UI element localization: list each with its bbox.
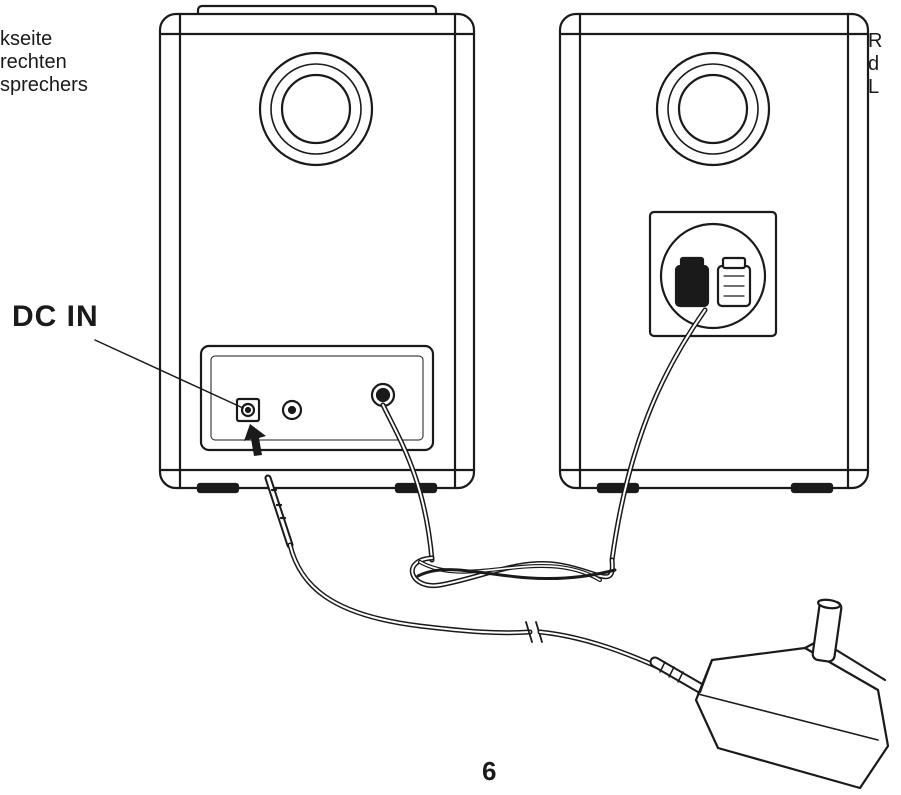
arrow-icon	[244, 424, 266, 456]
speaker-cable-outlet-icon	[370, 382, 396, 408]
passive-speaker	[558, 12, 870, 494]
active-speaker	[158, 4, 476, 494]
power-cable	[287, 542, 533, 636]
speaker-cable	[380, 307, 708, 589]
dc-in-pointer-line	[94, 339, 244, 409]
page-number: 6	[482, 756, 497, 786]
left-speaker-back-caption: R d L	[868, 30, 883, 98]
right-speaker-back-caption: kseite rechten sprechers	[0, 28, 88, 96]
back-panel	[199, 344, 435, 452]
woofer-icon-left	[258, 51, 374, 167]
dc-in-label: DC IN	[12, 300, 99, 333]
speaker-terminal-icon	[648, 210, 778, 338]
aux-jack-icon	[281, 399, 303, 421]
dc-in-socket-icon	[235, 397, 261, 423]
dc-plug	[264, 474, 294, 549]
power-adapter-icon	[694, 598, 890, 790]
woofer-icon-right	[655, 51, 771, 167]
